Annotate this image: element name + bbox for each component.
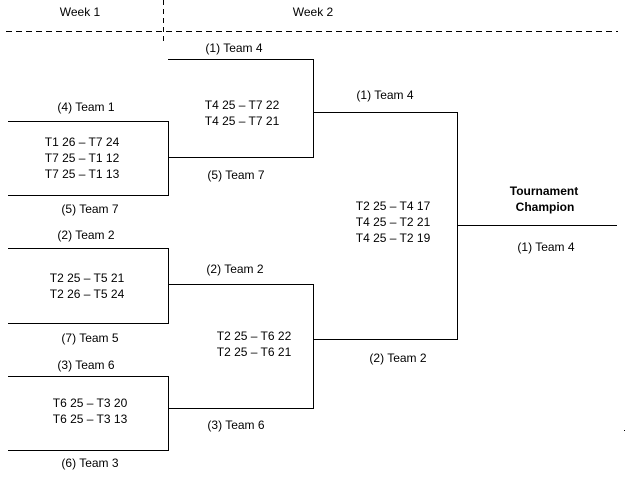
round1-match1-top-team: (4) Team 1 [57, 100, 115, 114]
final-bottom-team: (2) Team 2 [369, 351, 427, 365]
score-line: T4 25 – T2 21 [355, 215, 431, 229]
champion-team: (1) Team 4 [517, 240, 575, 254]
round1-match2-bottom-team: (7) Team 5 [61, 331, 119, 345]
round1-match3-bracket [8, 376, 169, 451]
final-top-team: (1) Team 4 [356, 88, 414, 102]
score-line: T6 25 – T3 20 [52, 396, 128, 410]
round2-match1-bracket [168, 59, 314, 158]
week2-header: Week 2 [292, 5, 334, 19]
score-line: T4 25 – T7 22 [204, 98, 280, 112]
round2-match1-top-team: (1) Team 4 [205, 41, 263, 55]
score-line: T2 25 – T5 21 [49, 271, 125, 285]
round1-match3-top-team: (3) Team 6 [57, 358, 115, 372]
round1-match2-scores: T2 25 – T5 21 T2 26 – T5 24 [50, 270, 125, 302]
round1-match1-bracket [8, 121, 169, 196]
round2-match2-bracket [168, 284, 314, 409]
champion-title-line2: Champion [515, 200, 575, 214]
score-line: T4 25 – T2 19 [355, 231, 431, 245]
score-line: T2 25 – T4 17 [355, 199, 431, 213]
week1-header: Week 1 [59, 5, 101, 19]
round2-match2-bottom-team: (3) Team 6 [207, 418, 265, 432]
score-line: T2 26 – T5 24 [49, 287, 125, 301]
round2-match1-scores: T4 25 – T7 22 T4 25 – T7 21 [205, 97, 280, 129]
score-line: T2 25 – T6 21 [216, 345, 292, 359]
stray-dot [624, 430, 625, 431]
round1-match2-bracket [8, 248, 169, 324]
round2-match2-scores: T2 25 – T6 22 T2 25 – T6 21 [217, 328, 292, 360]
score-line: T1 26 – T7 24 [44, 135, 120, 149]
score-line: T2 25 – T6 22 [216, 329, 292, 343]
round1-match1-scores: T1 26 – T7 24 T7 25 – T1 12 T7 25 – T1 1… [45, 134, 120, 182]
round1-match3-bottom-team: (6) Team 3 [61, 456, 119, 470]
score-line: T7 25 – T1 12 [44, 151, 120, 165]
round1-match3-scores: T6 25 – T3 20 T6 25 – T3 13 [53, 395, 128, 427]
round1-match1-bottom-team: (5) Team 7 [61, 202, 119, 216]
round1-match2-top-team: (2) Team 2 [57, 228, 115, 242]
score-line: T7 25 – T1 13 [44, 167, 120, 181]
score-line: T6 25 – T3 13 [52, 412, 128, 426]
champion-title-line1: Tournament [509, 184, 579, 198]
score-line: T4 25 – T7 21 [204, 114, 280, 128]
final-scores: T2 25 – T4 17 T4 25 – T2 21 T4 25 – T2 1… [356, 198, 431, 246]
round2-match1-bottom-team: (5) Team 7 [207, 168, 265, 182]
round2-match2-top-team: (2) Team 2 [206, 262, 264, 276]
